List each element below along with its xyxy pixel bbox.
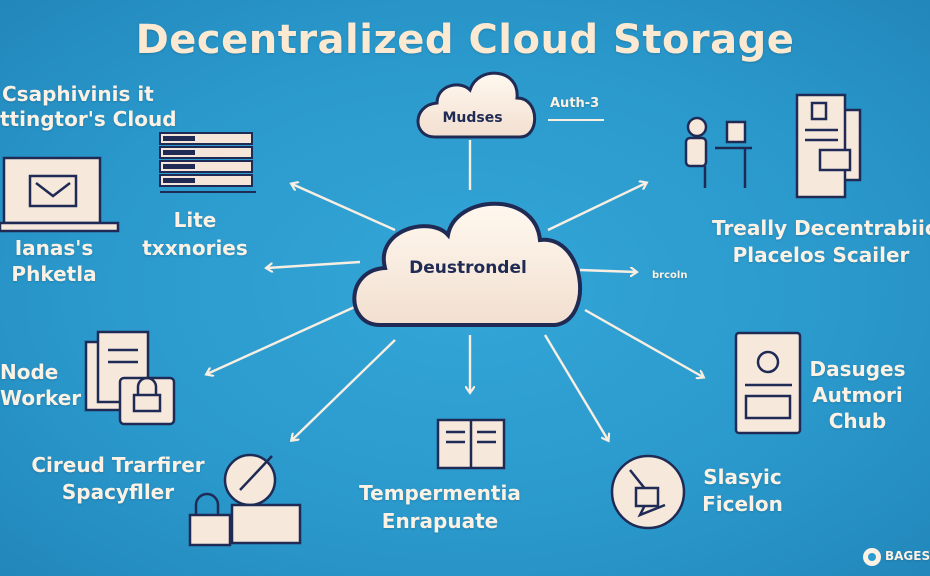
top-left-line-2: ttingtor's Cloud <box>0 107 177 131</box>
document-icon <box>795 93 862 199</box>
page-title: Decentralized Cloud Storage <box>135 17 795 63</box>
laptop-label-2: Phketla <box>11 262 97 286</box>
transfer-label-2: Spacyfller <box>61 480 175 504</box>
globe-label-2: Ficelon <box>702 492 783 516</box>
arrows <box>207 183 703 440</box>
top-right-label-2: Placelos Scailer <box>732 243 910 267</box>
book-label-2: Enrapuate <box>381 509 499 533</box>
server-label-1: Lite <box>173 208 217 232</box>
top-cloud-icon <box>416 71 537 139</box>
center-cloud-label: Deustrondel <box>409 258 527 278</box>
node-label-2: Worker <box>0 386 82 410</box>
logo-text: BAGES <box>885 549 930 563</box>
broken-globe-icon <box>610 454 686 530</box>
auth-label: Auth-3 <box>550 96 600 111</box>
top-cloud-label: Mudses <box>442 110 503 126</box>
arrow-top-left <box>292 184 396 232</box>
server-label-2: txxnories <box>142 236 248 260</box>
right-doc-label-3: Chub <box>828 409 887 433</box>
arrow-left <box>267 260 361 268</box>
arrow-right <box>579 270 636 272</box>
document-badge-icon <box>734 331 802 435</box>
files-lock-icon <box>84 330 176 426</box>
center-cloud-icon <box>352 201 583 327</box>
server-stack-icon <box>159 132 256 193</box>
arrow-bottom-right <box>543 334 608 440</box>
small-right-label: brcoln <box>652 270 688 281</box>
laptop-label-1: Ianas's <box>14 236 94 260</box>
arrow-top-right <box>547 183 646 232</box>
arrow-lower-right <box>584 308 703 377</box>
arrow-lower-left <box>207 298 371 374</box>
top-right-label-1: Treally Decentrabiic <box>712 216 930 240</box>
transfer-label-1: Cireud Trarfirer <box>31 453 205 477</box>
transfer-lock-pen-icon <box>188 453 302 547</box>
logo-icon <box>863 548 881 566</box>
laptop-mail-icon <box>0 156 120 233</box>
book-label-1: Tempermentia <box>359 481 521 505</box>
top-left-line-1: Csaphivinis it <box>2 82 154 106</box>
right-doc-label-1: Dasuges <box>809 357 906 381</box>
person-desk-icon <box>684 116 752 188</box>
arrow-bottom-left <box>292 339 396 440</box>
globe-label-1: Slasyic <box>703 465 782 489</box>
node-label-1: Node <box>0 360 59 384</box>
book-icon <box>436 418 506 470</box>
right-doc-label-2: Autmori <box>812 383 903 407</box>
